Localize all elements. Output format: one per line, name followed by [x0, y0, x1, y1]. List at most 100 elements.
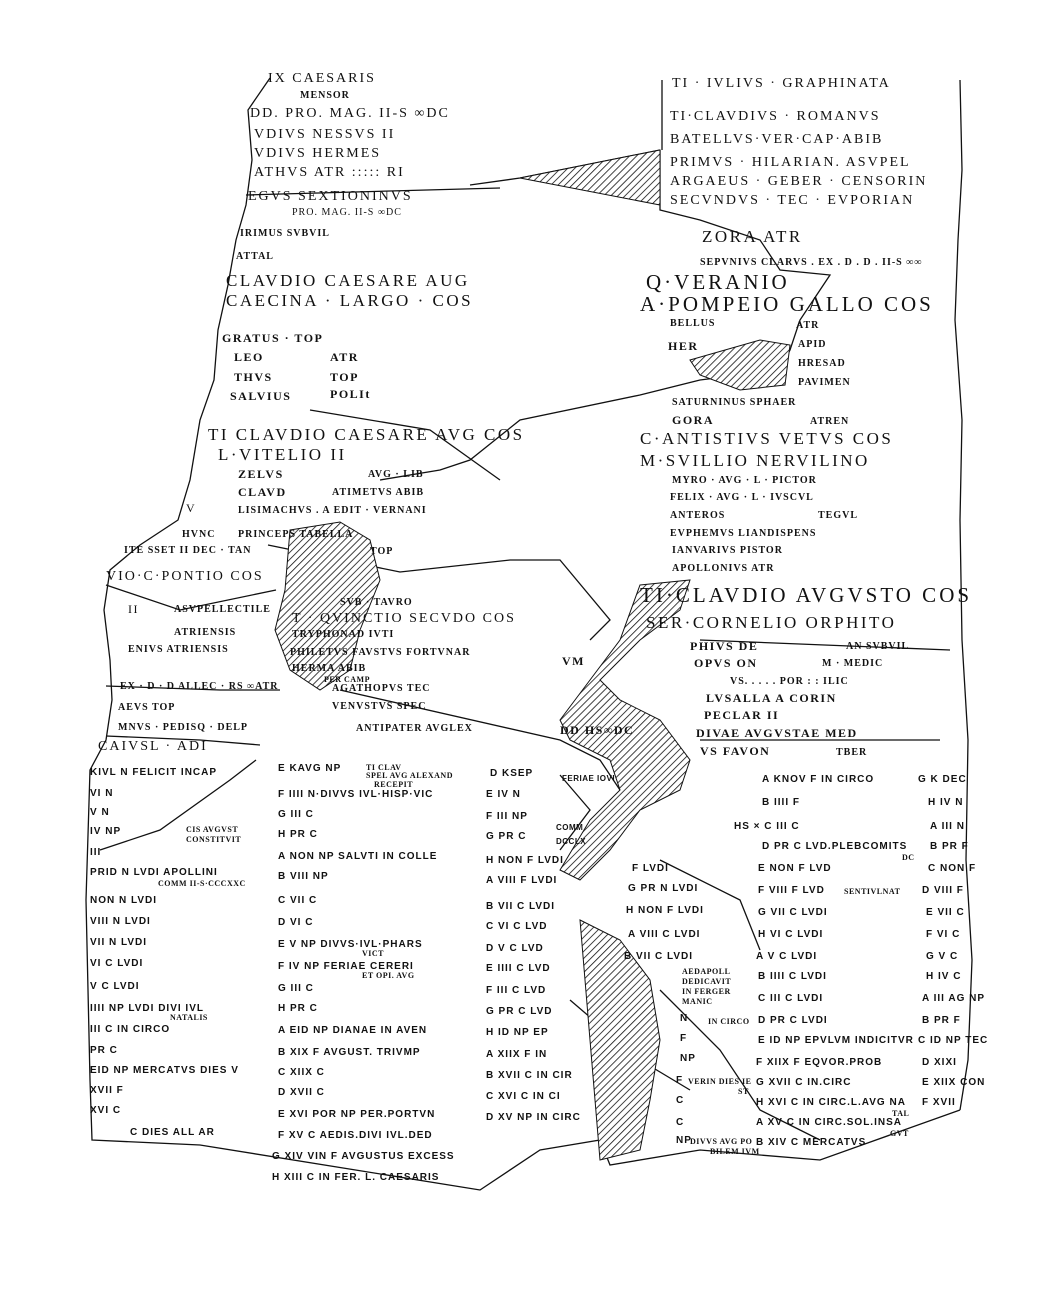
cal-row: NP — [680, 1053, 696, 1064]
left-middle-line-30: ANTIPATER AVGLEX — [356, 723, 473, 734]
left-middle-line-19: AEVS TOP — [118, 702, 176, 713]
cal-row: F — [676, 1075, 684, 1086]
right-upper-line-31: PHIVS DE — [690, 639, 759, 653]
hatched-area-lower — [579, 919, 661, 1161]
left-middle-line-10: PRINCEPS TABELLA — [238, 529, 354, 540]
right-upper-line-11: BELLUS — [670, 318, 716, 329]
cal-row: H IV N — [928, 797, 964, 808]
cal-row: III — [90, 847, 102, 858]
cal-row: III C IN CIRCO — [90, 1024, 171, 1035]
right-upper-line-5: ARGAEUS · GEBER · CENSORIN — [670, 174, 928, 189]
break-line-7 — [99, 759, 257, 851]
cal-row: A III AG NP — [922, 993, 986, 1004]
cal-row: D XVII C — [278, 1087, 325, 1098]
left-middle-line-4: AVG · LIB — [368, 469, 424, 480]
cal-row: EID NP MERCATVS DIES V — [90, 1065, 239, 1076]
cal-row: B VIII NP — [278, 871, 329, 882]
left-upper-line-10: ATTAL — [236, 251, 274, 262]
left-upper-line-3: DD. PRO. MAG. II-S ∞DC — [250, 106, 450, 121]
break-line-13 — [699, 639, 951, 651]
right-upper-line-4: PRIMVS · HILARIAN. ASVPEL — [670, 155, 911, 170]
cal-row: A XIIX F IN — [486, 1049, 548, 1060]
cal-row: IV NP — [90, 826, 122, 837]
right-upper-line-15: HRESAD — [798, 358, 846, 369]
cal-row: A NON NP SALVTI IN COLLE — [278, 851, 438, 862]
cal-row: A III N — [930, 821, 965, 832]
cal-row: IIII NP LVDI DIVI IVL — [90, 1003, 204, 1014]
cal-row: F IIII N·DIVVS IVL·HISP·VIC — [278, 789, 434, 800]
cal-row: H PR C — [278, 1003, 318, 1014]
cal-row: B PR F — [922, 1015, 961, 1026]
cal-note: COMM II-S·CCCXXC — [158, 879, 246, 888]
right-upper-line-7: ZORA ATR — [702, 227, 803, 246]
cal-row: B PR F — [930, 841, 969, 852]
cal-row: E ID NP EPVLVM INDICITVR — [758, 1035, 914, 1046]
left-middle-line-32: VM — [562, 654, 585, 668]
left-middle-line-7: V — [186, 501, 197, 515]
cal-row: NON N LVDI — [90, 895, 158, 906]
right-upper-line-2: TI·CLAVDIVS · ROMANVS — [670, 109, 881, 124]
cal-row: G III C — [278, 809, 314, 820]
cal-row: F LVDI — [632, 863, 669, 874]
left-middle-line-21: CAIVSL · ADI — [98, 739, 208, 754]
cal-row: E KAVG NP — [278, 763, 342, 774]
right-upper-line-16: PAVIMEN — [798, 377, 851, 388]
hatched-area-large-right — [559, 579, 691, 881]
right-upper-line-33: OPVS ON — [694, 656, 758, 670]
cal-row: G III C — [278, 983, 314, 994]
left-fragment-outline — [85, 77, 961, 1191]
cal-note: VERIN DIES IE — [688, 1077, 752, 1086]
right-upper-line-30: SER·CORNELIO ORPHITO — [646, 613, 897, 632]
cal-row: NP — [676, 1135, 692, 1146]
left-middle-line-13: VIO·C·PONTIO COS — [106, 569, 264, 584]
break-line-3 — [105, 584, 277, 611]
left-upper-line-14: LEO — [234, 350, 264, 364]
cal-row: A KNOV F IN CIRCO — [762, 774, 875, 785]
cal-row: G PR N LVDI — [628, 883, 699, 894]
left-middle-line-27: PER CAMP — [324, 675, 370, 684]
cal-row: H NON F LVDI — [486, 855, 564, 866]
left-upper-line-6: ATHVS ATR ::::: RI — [254, 165, 405, 180]
cal-note: DCCLX — [556, 837, 587, 846]
cal-note: RECEPIT — [374, 780, 414, 789]
break-line-10 — [659, 989, 821, 1141]
left-upper-line-2: MENSOR — [300, 90, 350, 101]
cal-row: C XVI C IN CI — [486, 1091, 561, 1102]
cal-row: E IIII C LVD — [486, 963, 551, 974]
left-middle-line-3: ZELVS — [238, 467, 284, 481]
left-middle-line-26: HERMA ABIB — [292, 663, 367, 674]
cal-row: D XV NP IN CIRC — [486, 1112, 581, 1123]
left-upper-line-4: VDIVS NESSVS II — [254, 127, 396, 142]
left-middle-line-6: ATIMETVS ABIB — [332, 487, 425, 498]
left-middle-line-25: PHILETVS FAVSTVS FORTVNAR — [290, 647, 471, 658]
cal-row: D PR C LVDI — [758, 1015, 828, 1026]
cal-row: B XIX F AVGUST. TRIVMP — [278, 1047, 421, 1058]
cal-row: VI C LVDI — [90, 958, 144, 969]
cal-row: D VI C — [278, 917, 314, 928]
right-upper-line-3: BATELLVS·VER·CAP·ABIB — [670, 132, 884, 147]
cal-row: G V C — [926, 951, 959, 962]
left-middle-line-15: ASVPELLECTILE — [174, 604, 271, 615]
cal-row: PR C — [90, 1045, 118, 1056]
cal-row: E XVI POR NP PER.PORTVN — [278, 1109, 436, 1120]
cal-row: D PR C LVD.PLEBCOMITS — [762, 841, 908, 852]
left-middle-line-24: TRYPHONAD IVTI — [292, 629, 395, 640]
cal-row: C — [676, 1095, 685, 1106]
cal-row: C VI C LVD — [486, 921, 548, 932]
cal-row: B XVII C IN CIR — [486, 1070, 573, 1081]
left-upper-break — [245, 187, 501, 196]
right-upper-line-36: LVSALLA A CORIN — [706, 691, 837, 705]
cal-note: ST — [738, 1087, 749, 1096]
right-upper-line-21: M·SVILLIO NERVILINO — [640, 451, 870, 470]
cal-row: E NON F LVD — [758, 863, 832, 874]
break-line-5 — [105, 735, 261, 746]
cal-note: DEDICAVIT — [682, 977, 732, 986]
right-upper-line-26: EVPHEMVS LIANDISPENS — [670, 528, 817, 539]
cal-row: D V C LVD — [486, 943, 544, 954]
left-middle-line-9: HVNC — [182, 529, 216, 540]
left-upper-line-8: PRO. MAG. II-S ∞DC — [292, 207, 402, 218]
cal-note: SPEL AVG ALEXAND — [366, 771, 453, 780]
left-middle-line-17: ENIVS ATRIENSIS — [128, 644, 229, 655]
cal-row: H NON F LVDI — [626, 905, 704, 916]
cal-row: F VIII F LVD — [758, 885, 825, 896]
